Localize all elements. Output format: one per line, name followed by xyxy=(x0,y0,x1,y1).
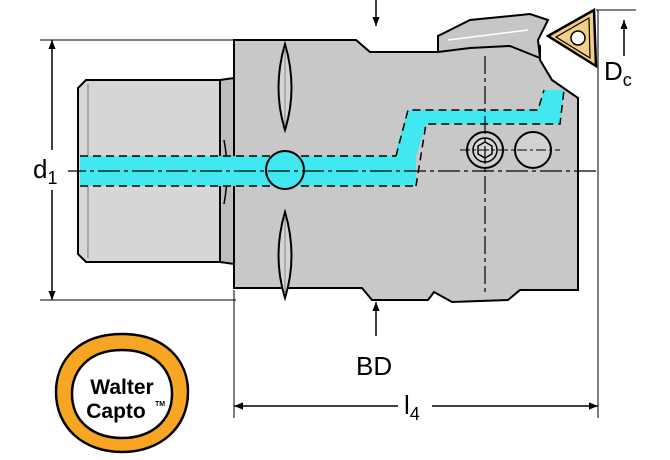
logo-tm: TM xyxy=(155,401,165,408)
logo-line1: Walter xyxy=(90,376,153,399)
walter-capto-logo: Walter Capto TM xyxy=(54,332,190,454)
coolant-channel-riser xyxy=(396,90,564,156)
logo-line2: Capto xyxy=(86,400,146,423)
cutting-insert-inner xyxy=(554,16,591,60)
insert-hole xyxy=(570,30,586,46)
d1-label: d1 xyxy=(33,154,57,188)
cross-bore xyxy=(265,150,305,190)
bd-label: BD xyxy=(356,351,392,381)
l4-label: l4 xyxy=(404,390,420,424)
logo-ring-inner xyxy=(70,348,174,440)
l4-label-bg xyxy=(398,390,432,424)
coolant-outline-riser-b xyxy=(415,89,565,187)
seat-edge xyxy=(447,29,529,41)
coolant-outline-riser-a xyxy=(395,89,545,157)
d1-label-bg xyxy=(28,150,68,190)
dc-label: Dc xyxy=(604,56,632,90)
insert-seat xyxy=(437,12,550,60)
